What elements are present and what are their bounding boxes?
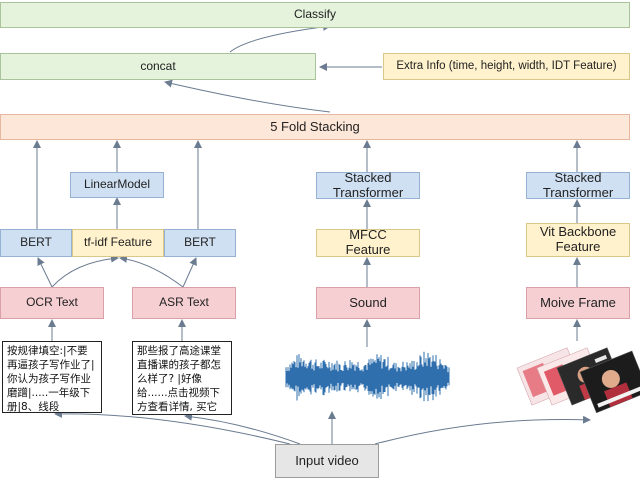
ocr-text-sample: 按规律填空:|不要再逼孩子写作业了|你认为孩子写作业磨蹭|.....一年级下册|… xyxy=(2,341,102,413)
extra-info-box: Extra Info (time, height, width, IDT Fea… xyxy=(383,53,630,80)
stacking-box: 5 Fold Stacking xyxy=(0,114,630,140)
bert-left-box: BERT xyxy=(0,229,72,257)
arrow-ocr-tfidf xyxy=(51,254,119,288)
arrow-asr-bert xyxy=(182,257,197,288)
tfidf-feature-box: tf-idf Feature xyxy=(72,229,164,257)
concat-box: concat xyxy=(0,53,316,80)
arrow-input-ocrsample xyxy=(54,409,291,445)
stacked-transformer-audio-box: Stacked Transformer xyxy=(316,170,420,199)
linear-model-box: LinearModel xyxy=(70,172,164,198)
bert-right-box: BERT xyxy=(164,229,236,257)
classify-box: Classify xyxy=(0,2,630,28)
stacked-transformer-video-box: Stacked Transformer xyxy=(526,170,630,199)
mfcc-feature-box: MFCC Feature xyxy=(316,227,420,257)
vit-backbone-feature-box: Vit Backbone Feature xyxy=(526,223,630,257)
movie-frame-box: Moive Frame xyxy=(526,287,630,319)
arrow-input-frames xyxy=(374,415,591,445)
video-frames-thumbnail-stack xyxy=(516,347,640,414)
ocr-text-box: OCR Text xyxy=(0,287,104,319)
arrow-asr-tfidf xyxy=(119,254,184,288)
asr-text-sample: 那些报了高途课堂直播课的孩子都怎么样了? |好像给......点击视频下方查看详… xyxy=(132,341,232,415)
input-video-box: Input video xyxy=(275,444,379,478)
audio-waveform-image xyxy=(284,347,451,409)
arrow-input-asrsample xyxy=(184,412,301,445)
arrow-ocr-bert xyxy=(37,257,53,288)
arrow-concat-classify xyxy=(229,22,331,53)
sound-box: Sound xyxy=(316,287,420,319)
asr-text-box: ASR Text xyxy=(132,287,236,319)
arrow-stacking-concat xyxy=(164,79,331,113)
